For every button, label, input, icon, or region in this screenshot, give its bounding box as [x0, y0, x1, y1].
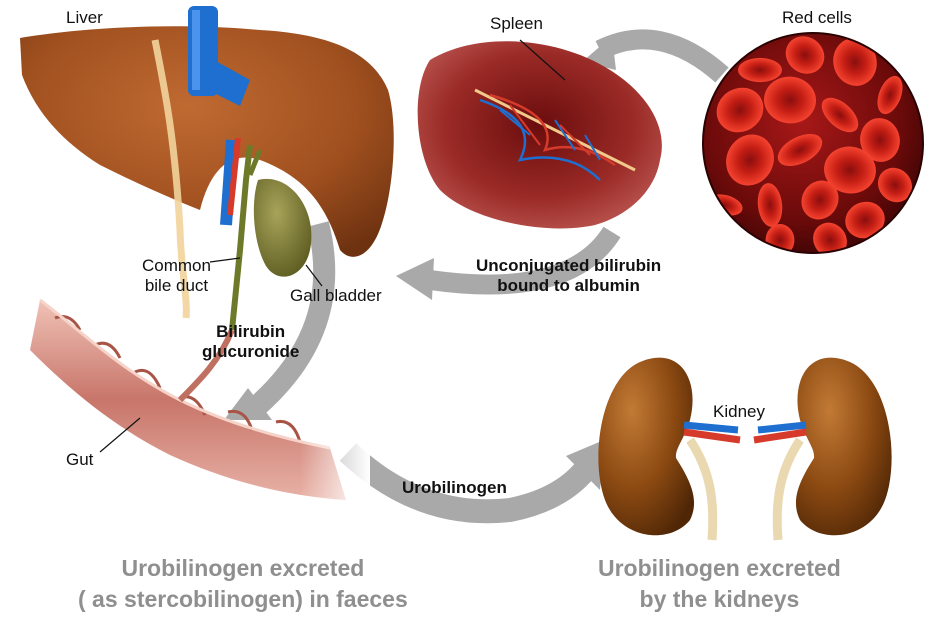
red-blood-cell	[824, 146, 876, 194]
gall-bladder-leader-line	[305, 264, 323, 287]
red-blood-cell	[726, 134, 774, 186]
red-cells-label: Red cells	[782, 8, 852, 27]
unconjugated-bilirubin-line-1: Unconjugated bilirubin	[476, 256, 662, 275]
red-blood-cell	[821, 97, 859, 133]
kidney-label: Kidney	[713, 402, 765, 421]
spleen-leader-line	[519, 39, 566, 81]
red-blood-cell	[757, 183, 783, 227]
gut-leader-line	[99, 417, 141, 453]
red-blood-cell	[738, 57, 782, 83]
red-blood-cell	[877, 167, 913, 203]
gut-illustration	[30, 298, 370, 510]
faeces-excretion-caption: Urobilinogen excreted ( as stercobilinog…	[78, 553, 408, 615]
spleen-label: Spleen	[490, 14, 543, 33]
liver-label: Liver	[66, 8, 103, 27]
red-blood-cell	[813, 222, 847, 253]
faeces-caption-line-2: ( as stercobilinogen) in faeces	[78, 586, 408, 613]
gall-bladder-label: Gall bladder	[290, 286, 382, 305]
bile-duct-leader-line	[209, 257, 241, 263]
kidneys-illustration	[598, 357, 892, 541]
faeces-caption-line-1: Urobilinogen excreted	[121, 555, 365, 581]
red-blood-cell	[833, 38, 877, 86]
arrow-spleen-to-liver	[396, 226, 621, 300]
red-blood-cell	[877, 75, 903, 115]
unconjugated-bilirubin-label: Unconjugated bilirubin bound to albumin	[476, 256, 661, 295]
common-bile-duct-label-line-2: bile duct	[144, 275, 209, 295]
unconjugated-bilirubin-line-2: bound to albumin	[497, 275, 640, 295]
gut-label: Gut	[66, 450, 94, 469]
kidney-excretion-caption: Urobilinogen excreted by the kidneys	[598, 553, 841, 615]
bilirubin-glucuronide-line-2: glucuronide	[202, 341, 300, 361]
arrow-gut-to-kidneys	[339, 440, 604, 524]
kidney-caption-line-2: by the kidneys	[639, 586, 800, 613]
red-blood-cell	[860, 118, 900, 162]
urobilinogen-label: Urobilinogen	[402, 478, 507, 497]
red-blood-cell	[845, 201, 885, 239]
red-blood-cell	[716, 87, 764, 133]
leader-lines	[99, 39, 566, 453]
red-blood-cell	[777, 133, 823, 167]
liver-illustration	[20, 6, 394, 331]
bilirubin-glucuronide-label: Bilirubin glucuronide	[202, 322, 299, 361]
spleen-illustration	[417, 41, 662, 229]
red-blood-cell	[764, 76, 816, 124]
common-bile-duct-label-line-1: Common	[142, 256, 211, 275]
red-blood-cell	[785, 36, 825, 74]
red-blood-cell	[801, 180, 839, 220]
kidney-caption-line-1: Urobilinogen excreted	[598, 555, 841, 581]
bilirubin-glucuronide-line-1: Bilirubin	[216, 322, 286, 341]
red-cells-illustration	[702, 32, 924, 254]
common-bile-duct-label: Common bile duct	[142, 256, 211, 295]
